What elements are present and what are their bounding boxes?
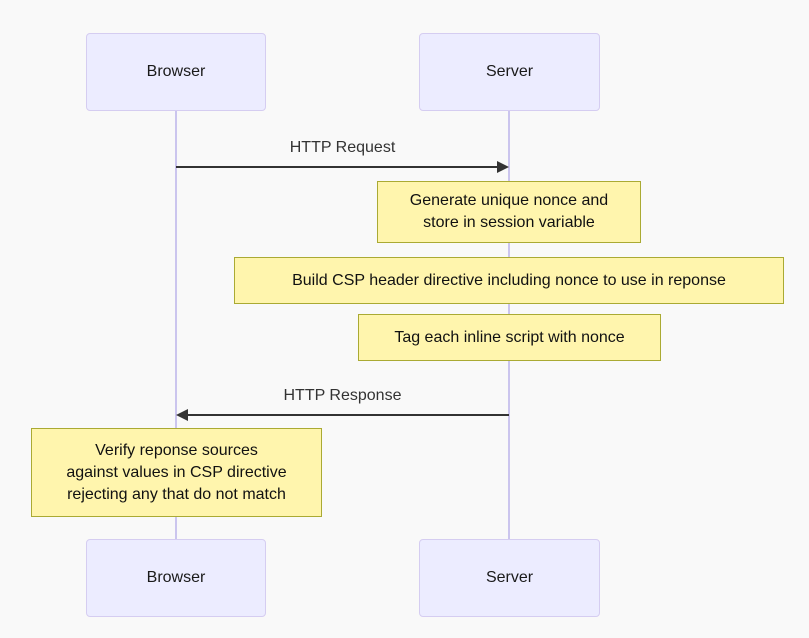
message-line-http-response <box>188 414 509 416</box>
note-line: Verify reponse sources <box>95 441 258 459</box>
actor-box-browser-bottom: Browser <box>86 539 266 617</box>
arrowhead-left-icon <box>176 409 188 421</box>
note-line: Generate unique nonce and <box>409 192 609 209</box>
actor-box-server-bottom: Server <box>419 539 600 617</box>
note-line: store in session variable <box>423 214 595 231</box>
note-line: Tag each inline script with nonce <box>394 328 625 346</box>
note-line: against values in CSP directive <box>66 463 287 481</box>
message-line-http-request <box>176 166 498 168</box>
actor-label-server-bottom: Server <box>485 569 534 586</box>
actor-label-browser-bottom: Browser <box>146 569 206 586</box>
actor-box-server-top: Server <box>419 33 600 111</box>
lifeline-browser <box>175 110 177 540</box>
actor-label-server-top: Server <box>485 63 534 80</box>
actor-label-browser-top: Browser <box>146 63 206 80</box>
note-build-csp-header: Build CSP header directive including non… <box>234 257 784 304</box>
note-tag-inline-script: Tag each inline script with nonce <box>358 314 661 361</box>
message-label-http-response: HTTP Response <box>283 387 402 404</box>
message-label-http-request: HTTP Request <box>289 139 396 156</box>
note-verify-sources: Verify reponse sources against values in… <box>31 428 322 517</box>
note-generate-nonce: Generate unique nonce and store in sessi… <box>377 181 641 243</box>
note-line: Build CSP header directive including non… <box>292 271 726 289</box>
actor-box-browser-top: Browser <box>86 33 266 111</box>
note-line: rejecting any that do not match <box>67 485 286 503</box>
arrowhead-right-icon <box>497 161 509 173</box>
